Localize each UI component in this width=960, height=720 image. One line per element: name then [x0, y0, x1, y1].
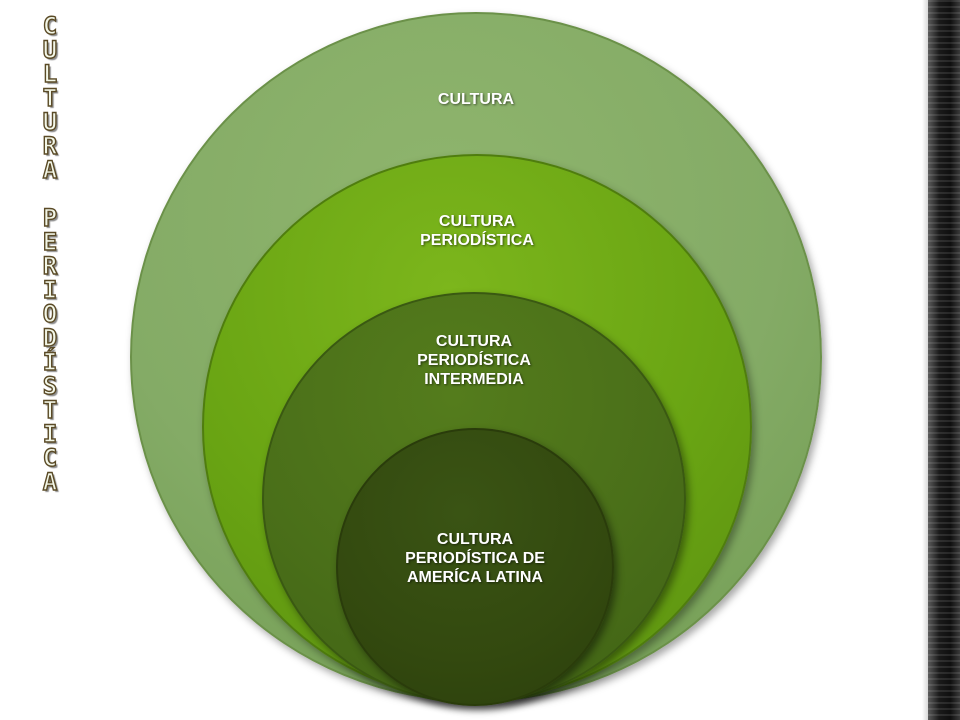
vertical-title-letter: E	[42, 228, 58, 256]
vertical-title-letter: U	[42, 108, 58, 136]
vertical-title-letter: U	[42, 36, 58, 64]
vertical-title-letter: T	[42, 84, 58, 112]
vertical-title-letter: S	[42, 372, 58, 400]
vertical-title-letter: C	[42, 444, 58, 472]
side-decorative-strip	[928, 0, 960, 720]
side-strip-edge	[922, 0, 928, 720]
ring-label-america-latina: CULTURA PERIODÍSTICA DE AMERÍCA LATINA	[405, 531, 545, 586]
vertical-title-letter: L	[42, 60, 58, 88]
ring-america-latina: CULTURA PERIODÍSTICA DE AMERÍCA LATINA	[336, 428, 614, 706]
vertical-title-letter: O	[42, 300, 58, 328]
vertical-title-letter: I	[42, 420, 58, 448]
vertical-title-letter: T	[42, 396, 58, 424]
vertical-title-letter: A	[42, 156, 58, 184]
ring-label-cultura-periodistica: CULTURA PERIODÍSTICA	[420, 213, 534, 249]
ring-label-cultura: CULTURA	[437, 91, 515, 108]
vertical-title-letter: D	[42, 324, 58, 352]
vertical-title-letter: R	[42, 252, 58, 280]
vertical-title-letter: Í	[42, 348, 58, 376]
vertical-title-letter: I	[42, 276, 58, 304]
vertical-title-letter: R	[42, 132, 58, 160]
vertical-title-letter: A	[42, 468, 58, 496]
ring-label-intermedia: CULTURA PERIODÍSTICA INTERMEDIA	[417, 333, 531, 388]
vertical-title-letter: C	[42, 12, 58, 40]
vertical-title-letter: P	[42, 204, 58, 232]
